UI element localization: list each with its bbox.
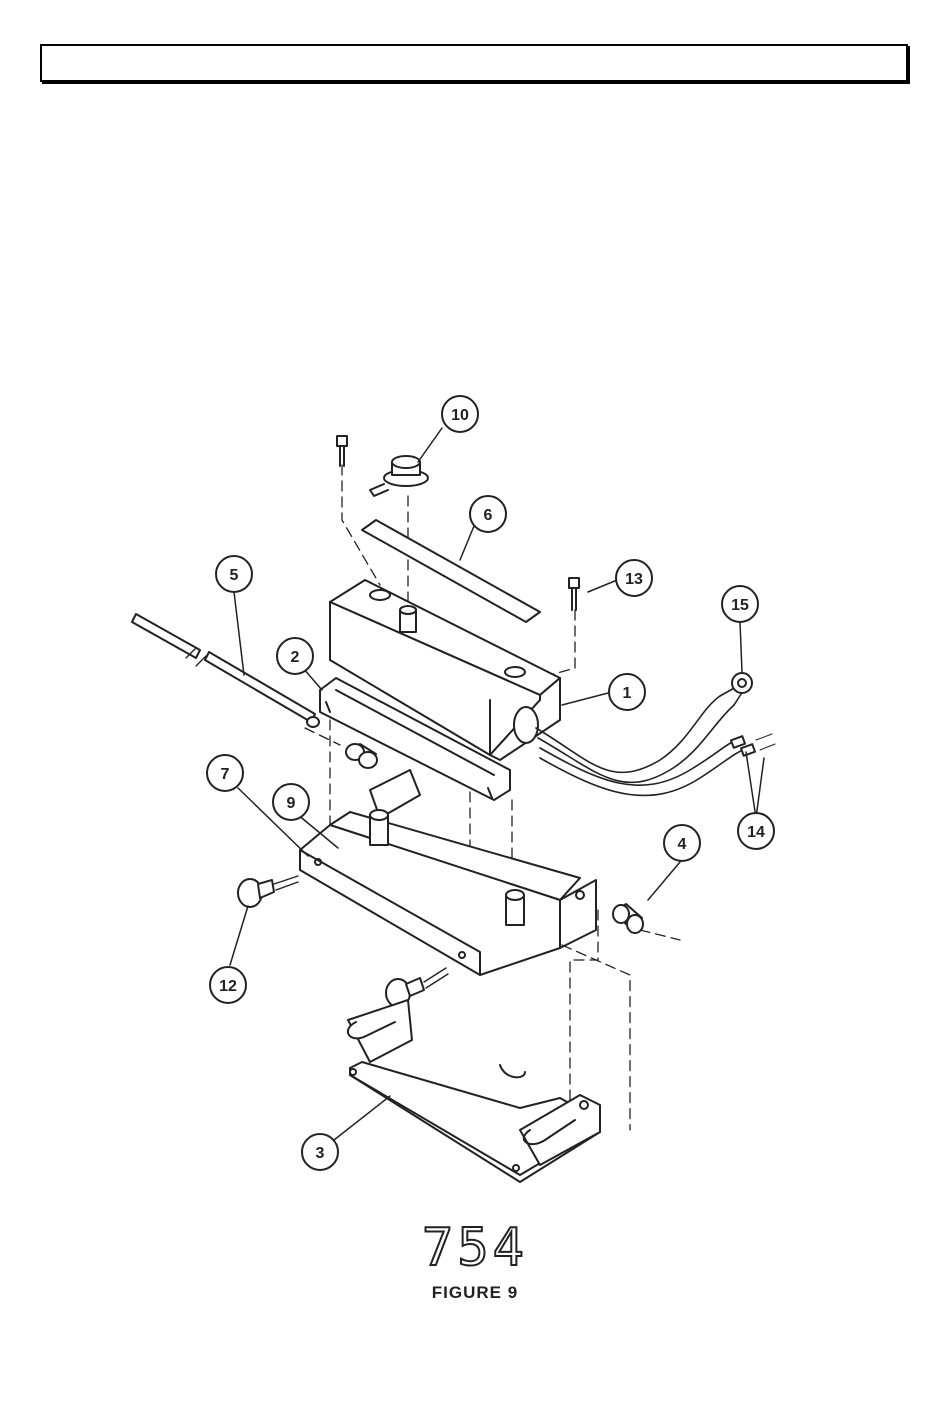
screw-part [337,436,347,466]
thumb-screw-part-lower [386,968,448,1007]
knob-part [370,456,428,496]
callout-label-15: 15 [731,597,749,614]
callout-label-3: 3 [316,1145,325,1162]
callout-label-10: 10 [451,407,469,424]
callout-label-9: 9 [287,795,296,812]
model-number: 754 [0,1218,950,1278]
screw-part-13 [569,578,579,610]
mounting-bracket-part [300,770,596,975]
callout-label-5: 5 [230,567,239,584]
callout-label-13: 13 [625,571,643,588]
callout-label-12: 12 [219,978,237,995]
base-plate-part [348,1000,600,1182]
callout-label-4: 4 [678,836,687,853]
callout-label-7: 7 [221,766,230,783]
callout-label-6: 6 [484,507,493,524]
callout-label-14: 14 [747,824,765,841]
figure-caption: FIGURE 9 [0,1283,950,1303]
callout-label-1: 1 [623,685,632,702]
callout-label-2: 2 [291,649,300,666]
thumb-screw-part [238,876,298,907]
spacer-part-4 [613,904,643,933]
ring-terminal-part [732,673,752,693]
spacer-part [346,744,377,768]
